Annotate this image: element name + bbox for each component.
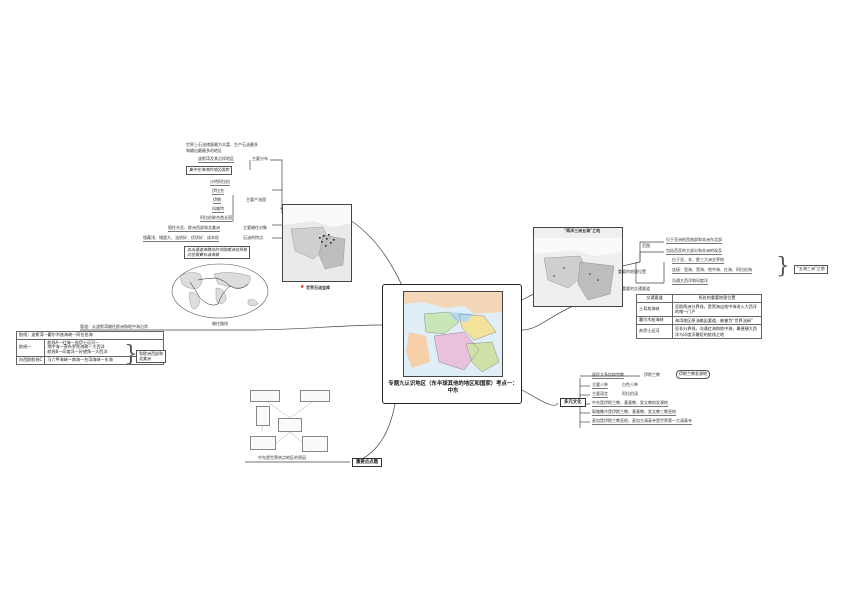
flow-node (302, 436, 328, 452)
culture-extra-2: 麦加是伊斯兰教圣地，麦加大清真寺是世界第一大清真寺 (592, 418, 692, 426)
culture-extra-1: 耶路撒冷是伊斯兰教、基督教、犹太教三教圣地 (592, 409, 676, 417)
branch-hotspot: 重要点点题 (352, 458, 382, 468)
oil-country-3: 科威特 (212, 206, 224, 214)
center-node: 专题九认识地区（东半球其他的地区和国家）考点一：中东 (382, 284, 522, 404)
oil-export-label: 主要输往对象 (243, 225, 267, 230)
passage-0-name: 土耳其海峡 (636, 301, 673, 317)
oil-route-note-line2: 过往需要石油海输 (187, 251, 219, 257)
flow-node (250, 390, 280, 402)
location-item-2: 沟通大西洋和印度洋 (672, 278, 708, 286)
culture-item-1-value: 白色人种 (622, 382, 638, 387)
oil-economy-label: 主要分布 (252, 156, 268, 161)
table-row: 霍尔木兹海峡 海湾地区原油输出要道，被誉为“世界油阀” (636, 315, 762, 326)
oil-desc-line1: 世界上石油储量最为丰富、生产石油最多 (186, 142, 258, 147)
flow-node (300, 390, 330, 402)
passage-1-desc: 海湾地区原油输出要道，被誉为“世界油阀” (672, 315, 762, 326)
scope-item-1: 包括西亚的大部分和非洲的埃及 (666, 248, 722, 256)
route-row-0: 航线：波斯湾—霍尔木兹海峡—阿拉伯海 (16, 331, 164, 340)
oil-country-2: 伊朗 (213, 197, 221, 205)
oil-country-0: 沙特阿拉伯 (210, 179, 230, 187)
oil-features: 埋藏浅、储量大、油质好、优质好、成本低 (143, 235, 219, 243)
route-0-value: 波斯湾—霍尔木兹海峡—阿拉伯海 (31, 332, 93, 337)
oil-distribution-map (282, 204, 352, 282)
branch-world-oil-label: 世界石油宝库 (306, 285, 330, 290)
oil-country-4: 阿拉伯联合酋长国 (200, 215, 232, 223)
hotspot-caption: 中东是世界热点地区的原因 (258, 455, 306, 460)
oil-economy-node: 波斯湾及其沿岸地区 (198, 156, 234, 164)
route-1-line-1: 地中海—直布罗陀海峡—大西洋 (47, 344, 105, 350)
star-icon: ★ (300, 284, 305, 290)
table-row: 土耳其海峡 亚欧两洲分界线，是黑海出地中海进入大西洋的唯一门户 (636, 301, 762, 317)
table-row: 交通要道 所处的重要地理位置 (636, 294, 762, 303)
oil-countries-label: 主要产油国 (246, 197, 266, 202)
scope-label: 范围 (642, 243, 650, 248)
route-1-line-2: 航线B—印度洋—好望角—大西洋 (47, 349, 108, 355)
route-1-lines: 航线A—红海—苏伊士运河— 地中海—直布罗陀海峡—大西洋 航线B—印度洋—好望角… (44, 338, 164, 357)
location-brace: } (776, 254, 790, 279)
passage-1-name: 霍尔木兹海峡 (636, 315, 673, 326)
oil-route-caption: 输往路线 (212, 321, 228, 326)
route-0-name: 航线 (19, 332, 28, 337)
location-item-0: 位于亚、非、欧三大洲交界地 (672, 257, 724, 265)
table-row: 苏伊士运河 亚非分界线，沟通红海和地中海，最便捷大西洋与印度洋最短的航线之地 (636, 324, 762, 340)
location-label: 重要的地理位置 (618, 269, 646, 274)
table-row: 向西欧航线C 马六甲海峡—南海—台湾海峡—东海 (15, 355, 164, 365)
passages-table: 交通要道 所处的重要地理位置 土耳其海峡 亚欧两洲分界线，是黑海出地中海进入大西… (636, 294, 762, 340)
oil-country-1: 伊拉克 (212, 188, 224, 196)
culture-religion-note: 伊斯兰教发源地 (676, 370, 710, 379)
oil-export-node: 相往东亚、欧洲西部和北美洲 (168, 225, 220, 233)
passages-header-1: 所处的重要地理位置 (672, 294, 762, 303)
oil-route-note-line1: 五出通道海路向的邻国或流动贸易 (187, 247, 247, 252)
middle-east-political-map (403, 291, 503, 377)
passages-title: 重要的交通要道 (622, 286, 650, 291)
routes-brace: } (124, 342, 138, 367)
route-1-line-0: 航线A—红海—苏伊士运河— (47, 339, 100, 345)
table-row: 航线：波斯湾—霍尔木兹海峡—阿拉伯海 (16, 331, 164, 340)
passages-header-0: 交通要道 (636, 294, 673, 303)
culture-item-1-label: 主要人种 (592, 382, 608, 390)
flow-node (250, 436, 276, 450)
culture-item-2-label: 主要语言 (592, 391, 608, 399)
two-seas-map: "两洋三洲五海"之地 (533, 227, 623, 307)
culture-item-0-value: 伊斯兰教 (644, 372, 660, 377)
route-2-name: 向西欧航线C (15, 355, 46, 365)
oil-route-note: 五出通道海路向的邻国或流动贸易 过往需要石油海输 (184, 246, 250, 260)
routes-brace-note: 到欧洲西部和北美洲 (136, 350, 166, 364)
two-seas-map-title: "两洋三洲五海"之地 (564, 228, 601, 233)
table-row: 航线一 航线A—红海—苏伊士运河— 地中海—直布罗陀海峡—大西洋 航线B—印度洋… (15, 338, 164, 357)
passage-2-desc: 亚非分界线，沟通红海和地中海，最便捷大西洋与印度洋最短的航线之地 (672, 324, 762, 340)
oil-economy-sub: 集中在海湾的地区国家 (186, 166, 232, 175)
passage-2-name: 苏伊士运河 (636, 324, 673, 340)
flow-node (256, 406, 270, 426)
flow-node (278, 418, 302, 432)
world-oil-route-map (170, 262, 270, 320)
passage-0-desc: 亚欧两洲分界线，是黑海出地中海进入大西洋的唯一门户 (672, 301, 762, 317)
center-title: 专题九认识地区（东半球其他的地区和国家）考点一：中东 (388, 381, 518, 395)
oil-route-header: 管道：从波斯湾输往欧洲和地中海沿岸 (80, 324, 148, 329)
oil-desc-line2: 和输出最最多的地区 (186, 148, 222, 153)
culture-item-0-label: 居民大多信仰宗教 (592, 372, 624, 380)
route-1-name: 航线一 (15, 338, 46, 357)
hotspot-flow-diagram (248, 388, 332, 464)
branch-multi-culture: 多元文化 (560, 398, 586, 408)
location-brace-note: "五海三洲"之地 (794, 265, 828, 274)
oil-features-label: 石油的特点 (243, 235, 263, 240)
scope-item-0: 位于亚洲的西南部和非洲东北部 (666, 237, 722, 245)
culture-extra-0: 中东是伊斯兰教、基督教、犹太教的发源地 (592, 400, 668, 408)
location-item-1: 连接：里海、黑海、地中海、红海、阿拉伯海 (672, 267, 752, 275)
culture-item-2-value: 阿拉伯语 (622, 391, 638, 396)
